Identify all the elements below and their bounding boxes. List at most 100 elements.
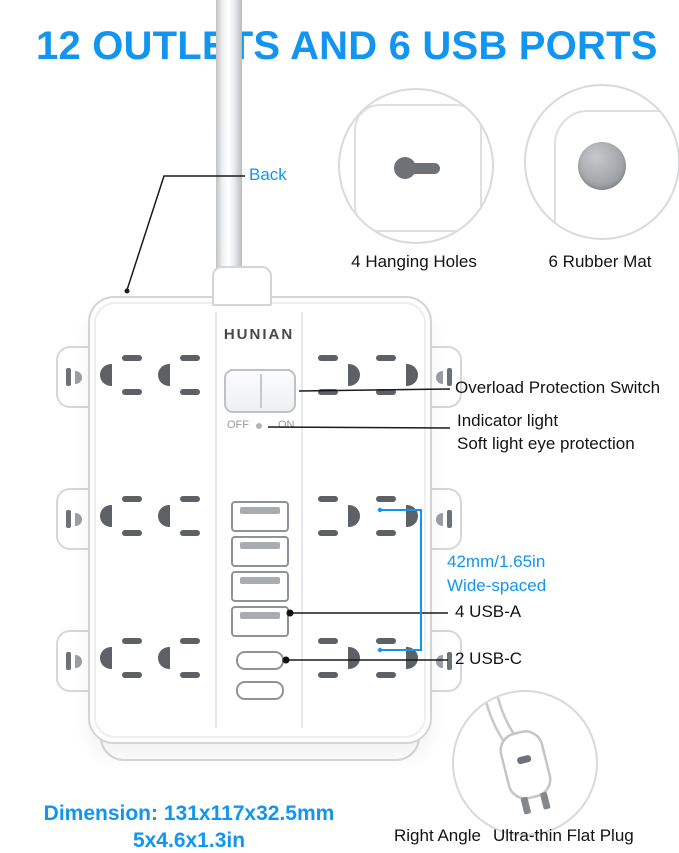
outlet-slot: [180, 638, 200, 644]
ground-hole: [158, 505, 170, 527]
plug-seam: [517, 755, 532, 765]
ground-hole: [436, 655, 443, 668]
soft-light-label: Soft light eye protection: [457, 434, 635, 453]
back-panel-tile: [354, 104, 482, 232]
power-outlet: [312, 486, 362, 546]
power-outlet: [370, 486, 420, 546]
ground-hole: [436, 513, 443, 526]
outlet-slot: [447, 652, 452, 670]
outlet-slot: [180, 496, 200, 502]
ground-hole: [100, 364, 112, 386]
power-outlet: [156, 345, 206, 405]
outlet-slot: [376, 672, 396, 678]
usb-c-label: 2 USB-C: [455, 649, 523, 668]
outlet-slot: [122, 355, 142, 361]
usb-a-port: [231, 606, 289, 637]
outlet-slot: [122, 638, 142, 644]
ground-hole: [100, 647, 112, 669]
dimension-in: 5x4.6x1.3in: [132, 829, 246, 852]
dimension-text: Dimension: 131x117x32.5mm 5x4.6x1.3in: [24, 800, 354, 853]
outlet-slot: [376, 496, 396, 502]
ground-hole: [406, 364, 418, 386]
flat-plug-labels: Right Angle Ultra-thin Flat Plug: [394, 826, 676, 846]
outlet-slot: [66, 368, 71, 386]
usb-c-port: [236, 681, 284, 700]
outlet-slot: [318, 672, 338, 678]
outlet-slot: [376, 355, 396, 361]
outlet-slot: [318, 389, 338, 395]
switch-on-label: ON: [278, 419, 295, 431]
outlet-slot: [376, 530, 396, 536]
power-outlet: [156, 628, 206, 688]
power-outlet: [156, 486, 206, 546]
plug-body: [499, 730, 552, 800]
dimension-mm: Dimension: 131x117x32.5mm: [43, 802, 335, 825]
outlet-slot: [122, 496, 142, 502]
ground-hole: [348, 364, 360, 386]
outlet-slot: [318, 530, 338, 536]
power-outlet: [370, 345, 420, 405]
outlet-slot: [318, 496, 338, 502]
column-divider: [301, 312, 303, 728]
overload-protection-switch: [224, 369, 296, 413]
back-label: Back: [249, 165, 287, 184]
ground-hole: [406, 647, 418, 669]
hanging-holes-label: 4 Hanging Holes: [351, 252, 477, 271]
callout-hanging-holes: [338, 88, 494, 244]
outlet-slot: [318, 355, 338, 361]
back-leader-dot: [124, 288, 130, 294]
outlet-slot: [318, 638, 338, 644]
usb-a-port: [231, 536, 289, 567]
outlet-slot: [180, 530, 200, 536]
callout-rubber-mat: [524, 84, 679, 240]
ground-hole: [75, 513, 82, 526]
keyhole-slot: [410, 163, 440, 174]
keyhole-icon: [394, 156, 442, 180]
switch-off-label: OFF: [227, 419, 249, 431]
ground-hole: [100, 505, 112, 527]
ground-hole: [75, 655, 82, 668]
ground-hole: [75, 371, 82, 384]
spacing-value-label: 42mm/1.65in: [447, 552, 546, 571]
power-outlet: [370, 628, 420, 688]
column-divider: [215, 312, 217, 728]
power-cord: [216, 0, 242, 272]
outlet-slot: [122, 672, 142, 678]
spacing-desc-label: Wide-spaced: [447, 576, 547, 595]
indicator-light-label: Indicator light: [457, 411, 559, 430]
usb-c-port: [236, 651, 284, 670]
brand-logo: HUNIAN: [223, 326, 295, 343]
usb-a-port: [231, 501, 289, 532]
overload-switch-label: Overload Protection Switch: [455, 378, 661, 397]
power-outlet: [98, 486, 148, 546]
outlet-slot: [66, 510, 71, 528]
outlet-slot: [376, 389, 396, 395]
cord-grommet: [212, 266, 272, 306]
ground-hole: [436, 371, 443, 384]
flat-plug-icon: [481, 692, 552, 815]
ground-hole: [406, 505, 418, 527]
page-title: 12 OUTLETS AND 6 USB PORTS: [36, 24, 658, 68]
outlet-slot: [180, 389, 200, 395]
rubber-mat-label: 6 Rubber Mat: [548, 252, 652, 271]
power-outlet: [312, 345, 362, 405]
outlet-slot: [447, 510, 452, 528]
outlet-slot: [66, 652, 71, 670]
power-outlet: [98, 345, 148, 405]
ground-hole: [348, 647, 360, 669]
ground-hole: [158, 647, 170, 669]
usb-a-port: [231, 571, 289, 602]
plug-prong: [540, 792, 551, 810]
ultra-thin-label: Ultra-thin Flat Plug: [492, 826, 634, 845]
indicator-light: [256, 423, 262, 429]
right-angle-label: Right Angle: [394, 826, 481, 845]
plug-prong: [520, 796, 531, 815]
callout-flat-plug: [452, 690, 598, 836]
ground-hole: [158, 364, 170, 386]
power-outlet: [98, 628, 148, 688]
outlet-slot: [180, 355, 200, 361]
usb-a-label: 4 USB-A: [455, 602, 522, 621]
rubber-foot-icon: [578, 142, 626, 190]
outlet-slot: [447, 368, 452, 386]
outlet-slot: [376, 638, 396, 644]
